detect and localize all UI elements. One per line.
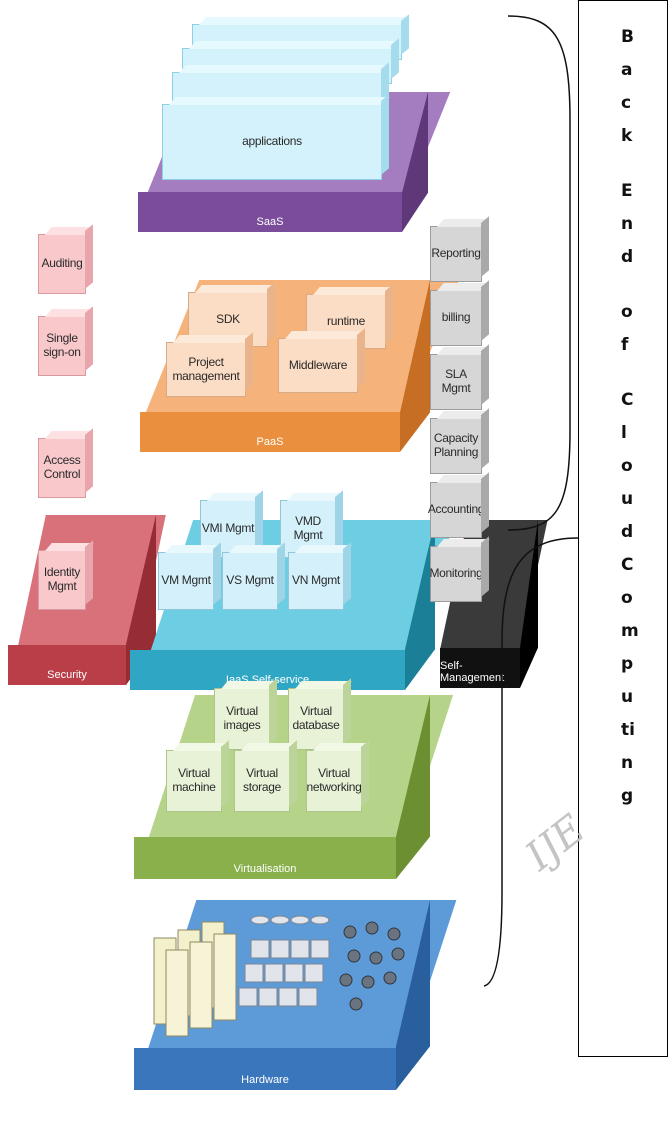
virtualisation-label: Virtualisation — [233, 863, 297, 875]
identity-mgmt-label: Identity Mgmt — [43, 565, 81, 593]
virtual-machine-label: Virtual machine — [172, 766, 216, 794]
side-letter: a — [621, 60, 633, 80]
side-spacer — [579, 153, 667, 175]
runtime-label: runtime — [327, 313, 365, 328]
side-letter: l — [621, 423, 627, 443]
side-letter: n — [621, 214, 634, 234]
side-letter: d — [621, 522, 634, 542]
billing-block: billing — [430, 290, 482, 346]
virtual-storage-block: Virtual storage — [234, 750, 290, 812]
virtual-networking-label: Virtual networking — [306, 766, 362, 794]
side-letter: C — [621, 390, 634, 410]
accounting-label: Accounting — [427, 502, 485, 517]
server-rack-icon — [153, 921, 237, 1037]
side-letter: d — [621, 247, 634, 267]
capacity-planning-block: Capacity Planning — [430, 418, 482, 474]
side-letter: B — [621, 27, 634, 47]
monitoring-block: Monitoring — [429, 546, 483, 602]
applications-label: applications — [242, 134, 302, 149]
sdk-label: SDK — [216, 311, 240, 326]
sla-mgmt-label: SLA Mgmt — [441, 367, 471, 395]
single-sign-on-block: Single sign-on — [38, 316, 86, 376]
side-spacer — [579, 362, 667, 384]
side-letter: o — [621, 302, 633, 322]
network-nodes-icon — [339, 921, 405, 1011]
virtual-storage-label: Virtual storage — [243, 766, 281, 794]
side-letter: ti — [621, 720, 635, 740]
saas-label: SaaS — [256, 216, 284, 228]
applications-block: applications — [162, 104, 382, 180]
side-letter: u — [621, 687, 634, 707]
sla-mgmt-block: SLA Mgmt — [430, 354, 482, 410]
middleware-block: Middleware — [278, 338, 358, 393]
side-letter: C — [621, 555, 634, 575]
capacity-planning-label: Capacity Planning — [433, 431, 479, 459]
side-letter: o — [621, 456, 633, 476]
paas-label: PaaS — [256, 436, 284, 448]
hardware-platform-front: Hardware — [134, 1048, 396, 1090]
vs-mgmt-block: VS Mgmt — [222, 552, 278, 610]
side-letter: p — [621, 654, 634, 674]
reporting-label: Reporting — [431, 246, 481, 261]
access-control-label: Access Control — [43, 453, 81, 481]
side-spacer — [579, 274, 667, 296]
vm-mgmt-block: VM Mgmt — [158, 552, 214, 610]
virtual-networking-block: Virtual networking — [306, 750, 362, 812]
middleware-label: Middleware — [288, 357, 348, 372]
virtual-images-label: Virtual images — [223, 704, 261, 732]
monitoring-label: Monitoring — [429, 566, 483, 581]
security-platform-front: Security — [8, 645, 126, 685]
saas-platform-front: SaaS — [138, 192, 402, 232]
side-letter: c — [621, 93, 632, 113]
side-letter: g — [621, 786, 634, 806]
accounting-block: Accounting — [427, 482, 485, 538]
side-letter: u — [621, 489, 634, 509]
hardware-label: Hardware — [241, 1074, 289, 1086]
vm-mgmt-label: VM Mgmt — [161, 573, 211, 588]
storage-cylinders-icon — [238, 915, 330, 1007]
self-management-platform-front: Self-Management — [440, 648, 520, 688]
billing-label: billing — [441, 310, 471, 325]
side-letter: m — [621, 621, 639, 641]
side-letter: k — [621, 126, 633, 146]
single-sign-on-label: Single sign-on — [43, 331, 81, 359]
vn-mgmt-label: VN Mgmt — [292, 573, 340, 588]
virtualisation-platform-front: Virtualisation — [134, 837, 396, 879]
auditing-label: Auditing — [41, 256, 83, 271]
vs-mgmt-label: VS Mgmt — [226, 573, 274, 588]
security-label: Security — [47, 669, 87, 681]
auditing-block: Auditing — [38, 234, 86, 294]
project-management-block: Project management — [166, 342, 246, 397]
self-management-label: Self-Management — [440, 660, 505, 684]
vertical-label-box: B a c k E n d o f C l o u d C o m p u ti… — [578, 0, 668, 1057]
vmd-mgmt-label: VMD Mgmt — [293, 514, 323, 542]
side-letter: f — [621, 335, 629, 355]
virtual-images-block: Virtual images — [214, 688, 270, 750]
vmi-mgmt-label: VMI Mgmt — [201, 521, 255, 536]
paas-platform-front: PaaS — [140, 412, 400, 452]
hardware-illustration — [153, 915, 405, 1037]
identity-mgmt-block: Identity Mgmt — [38, 550, 86, 610]
virtual-machine-block: Virtual machine — [166, 750, 222, 812]
side-letter: E — [621, 181, 633, 201]
virtual-database-label: Virtual database — [292, 704, 340, 732]
side-letter: n — [621, 753, 634, 773]
brace-cloud-computing — [483, 537, 579, 987]
brace-back-end — [507, 15, 571, 531]
reporting-block: Reporting — [430, 226, 482, 282]
vn-mgmt-block: VN Mgmt — [288, 552, 344, 610]
project-management-label: Project management — [172, 354, 240, 383]
access-control-block: Access Control — [38, 438, 86, 498]
side-letter: o — [621, 588, 633, 608]
